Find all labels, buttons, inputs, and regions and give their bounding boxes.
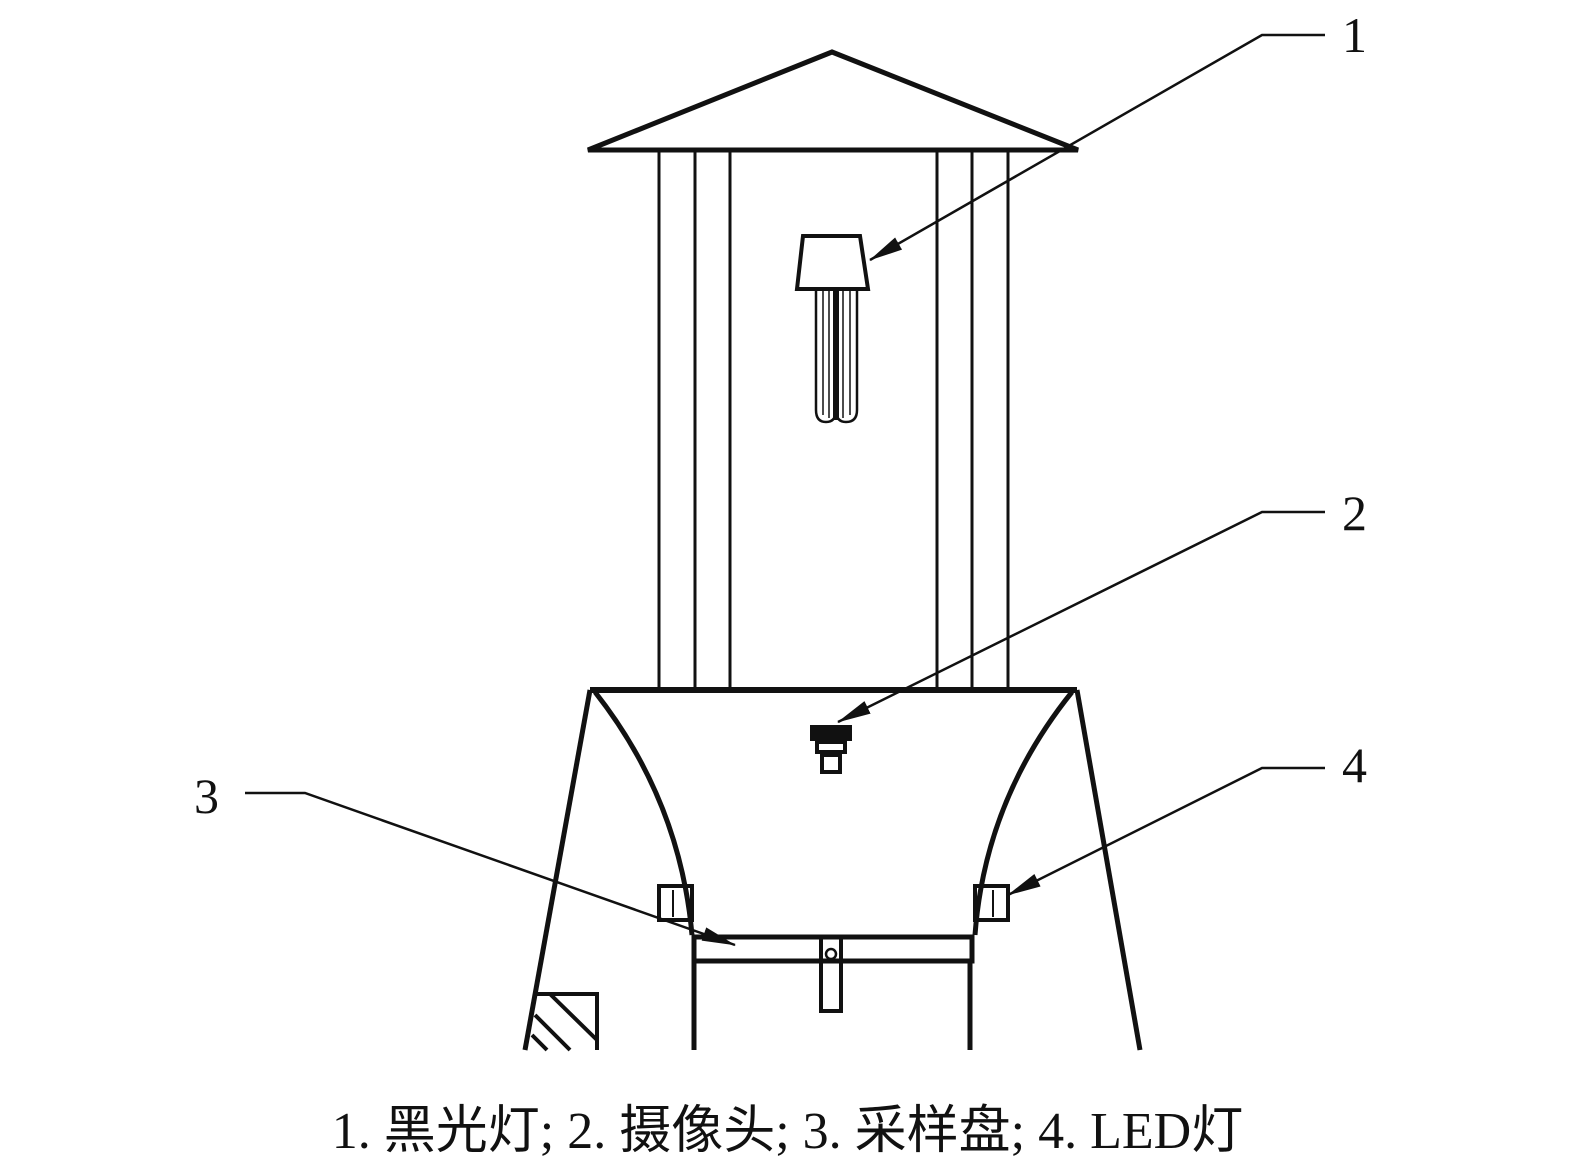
- funnel-left: [593, 690, 695, 936]
- black-light-lamp: [794, 234, 871, 424]
- right-leg: [1074, 689, 1143, 1051]
- funnel-right: [972, 690, 1074, 936]
- label-3: 3: [194, 768, 219, 824]
- roof: [587, 49, 1079, 153]
- left-leg: [522, 689, 593, 1051]
- posts: [657, 150, 1010, 690]
- label-1: 1: [1342, 7, 1367, 63]
- figure-caption: 1. 黑光灯; 2. 摄像头; 3. 采样盘; 4. LED灯: [331, 1103, 1244, 1160]
- leader-lines: [245, 33, 1325, 947]
- label-4: 4: [1342, 737, 1367, 793]
- led-light-right: [973, 884, 1010, 922]
- sampling-tray: [691, 934, 975, 1050]
- camera: [810, 725, 852, 774]
- led-light-left: [657, 884, 694, 922]
- label-2: 2: [1342, 485, 1367, 541]
- hatched-block: [530, 992, 599, 1052]
